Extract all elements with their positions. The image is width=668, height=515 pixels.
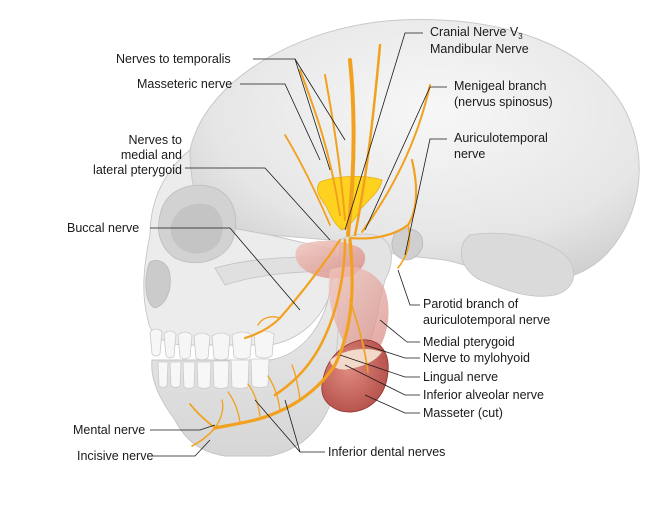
lower-teeth <box>157 358 270 389</box>
masseteric-nerve-label: Masseteric nerve <box>137 77 233 91</box>
buccal-nerve-label: Buccal nerve <box>67 221 140 235</box>
nerves-to-temporalis-label: Nerves to temporalis <box>116 52 231 66</box>
cranial-nerve-label: Cranial Nerve V3 <box>430 25 523 44</box>
incisive-nerve-label: Incisive nerve <box>77 449 154 463</box>
parotid-branch-label-line1: Parotid branch of <box>423 297 519 311</box>
cranial-nerve-subscript: 3 <box>518 32 523 41</box>
pterygoid-label-line3: lateral pterygoid <box>93 163 182 177</box>
mandibular-nerve-label: Mandibular Nerve <box>430 42 529 56</box>
auriculotemporal-label-line1: Auriculotemporal <box>454 131 548 145</box>
lingual-nerve-label: Lingual nerve <box>423 370 499 384</box>
masseter-cut-label: Masseter (cut) <box>423 406 503 420</box>
mastoid-region <box>461 232 575 297</box>
meningeal-branch-label-line1: Menigeal branch <box>454 79 547 93</box>
parotid-branch-label-line2: auriculotemporal nerve <box>423 313 551 327</box>
cranial-nerve-text: Cranial Nerve V <box>430 25 519 39</box>
pterygoid-label-line1: Nerves to <box>128 133 183 147</box>
meningeal-branch-label-line2: (nervus spinosus) <box>454 95 553 109</box>
nasal-aperture <box>145 260 171 309</box>
mental-nerve-label: Mental nerve <box>73 423 146 437</box>
auriculotemporal-label-line2: nerve <box>454 147 486 161</box>
medial-pterygoid-label: Medial pterygoid <box>423 335 515 349</box>
pterygoid-label-line2: medial and <box>120 148 182 162</box>
inferior-dental-nerves-label: Inferior dental nerves <box>328 445 446 459</box>
medial-pterygoid-muscle <box>328 266 389 350</box>
inferior-alveolar-nerve-label: Inferior alveolar nerve <box>423 388 544 402</box>
cranium <box>186 18 640 283</box>
orbit-depth <box>170 203 223 254</box>
leader-lines <box>150 32 447 457</box>
upper-teeth <box>149 328 275 361</box>
nerve-to-mylohyoid-label: Nerve to mylohyoid <box>423 351 530 365</box>
